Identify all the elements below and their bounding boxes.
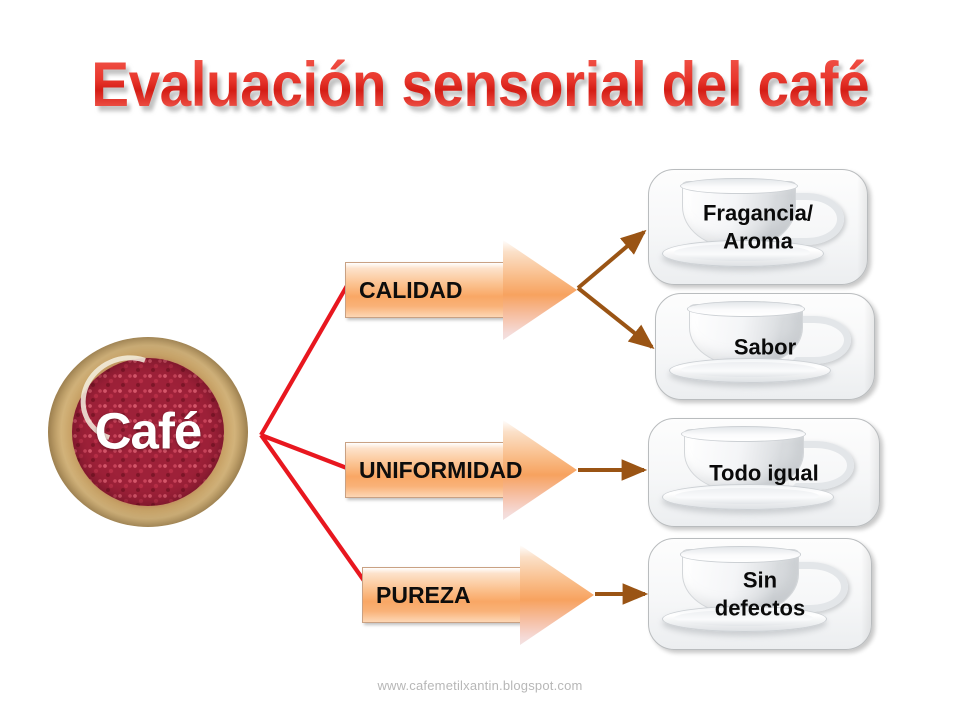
outcome-card-todo-igual[interactable]: Todo igual — [648, 418, 880, 527]
cup-rim — [686, 301, 806, 317]
attribute-arrow-calidad[interactable]: CALIDAD — [345, 240, 577, 340]
outcome-label-line1: Sabor — [733, 333, 797, 359]
card-edge-shadow — [869, 419, 879, 526]
brown-line-fragancia — [576, 229, 647, 290]
page-title-text: Evaluación sensorial del café — [91, 50, 869, 120]
outcome-label-line1: Todo igual — [709, 459, 819, 485]
page-title: Evaluación sensorial del café — [0, 52, 960, 118]
coffee-cherries-texture — [72, 357, 224, 507]
outcome-label-line1: Sin — [742, 567, 778, 593]
cup-handle — [789, 315, 852, 365]
outcome-label-line1: Fragancia/ — [702, 200, 814, 226]
red-line-calidad — [259, 275, 354, 437]
brown-line-sabor — [576, 286, 655, 349]
outcome-label: Sabor — [656, 333, 874, 361]
cup-saucer-inner — [673, 243, 811, 261]
coffee-basket-icon — [48, 337, 248, 527]
attribute-arrow-uniformidad[interactable]: UNIFORMIDAD — [345, 420, 577, 520]
card-edge-shadow — [861, 539, 871, 649]
outcome-label: Fragancia/ Aroma — [649, 200, 867, 255]
attribute-label: CALIDAD — [359, 276, 463, 303]
coffee-cup-icon — [658, 423, 870, 521]
arrow-shaft — [362, 567, 522, 623]
attribute-label: PUREZA — [376, 581, 471, 608]
outcome-card-sabor[interactable]: Sabor — [655, 293, 875, 400]
footer-url: www.cafemetilxantin.blogspot.com — [377, 678, 583, 693]
outcome-label-line2: defectos — [714, 595, 806, 620]
outcome-card-sin-defectos[interactable]: Sin defectos — [648, 538, 872, 650]
arrow-shaft — [345, 442, 505, 498]
red-line-uniformidad — [260, 433, 353, 472]
outcome-label-line2: Aroma — [723, 228, 793, 253]
cup-rim — [681, 426, 807, 442]
outcome-label: Todo igual — [649, 459, 879, 487]
cup-saucer-inner — [675, 488, 819, 504]
coffee-cup-icon — [665, 298, 866, 395]
cup-handle — [782, 193, 845, 246]
card-edge-shadow — [864, 294, 874, 399]
cafe-source-node[interactable]: Café — [48, 337, 248, 527]
coffee-cup-icon — [658, 543, 862, 644]
cup-rim — [679, 177, 799, 195]
cup-saucer-inner — [680, 361, 818, 378]
cafe-label: Café — [94, 402, 203, 460]
cup-rim — [680, 546, 801, 563]
cup-handle — [784, 561, 848, 613]
cup-saucer-inner — [674, 610, 814, 627]
card-edge-shadow — [857, 170, 867, 284]
arrow-head — [520, 545, 594, 645]
cup-handle — [789, 440, 855, 491]
arrow-shaft — [345, 262, 505, 318]
coffee-cup-icon — [658, 175, 859, 280]
outcome-label: Sin defectos — [649, 567, 871, 622]
arrow-head — [503, 240, 577, 340]
attribute-label: UNIFORMIDAD — [359, 456, 523, 483]
brown-connector-group — [576, 229, 655, 605]
attribute-arrow-pureza[interactable]: PUREZA — [362, 545, 594, 645]
outcome-card-fragancia-aroma[interactable]: Fragancia/ Aroma — [648, 169, 868, 285]
